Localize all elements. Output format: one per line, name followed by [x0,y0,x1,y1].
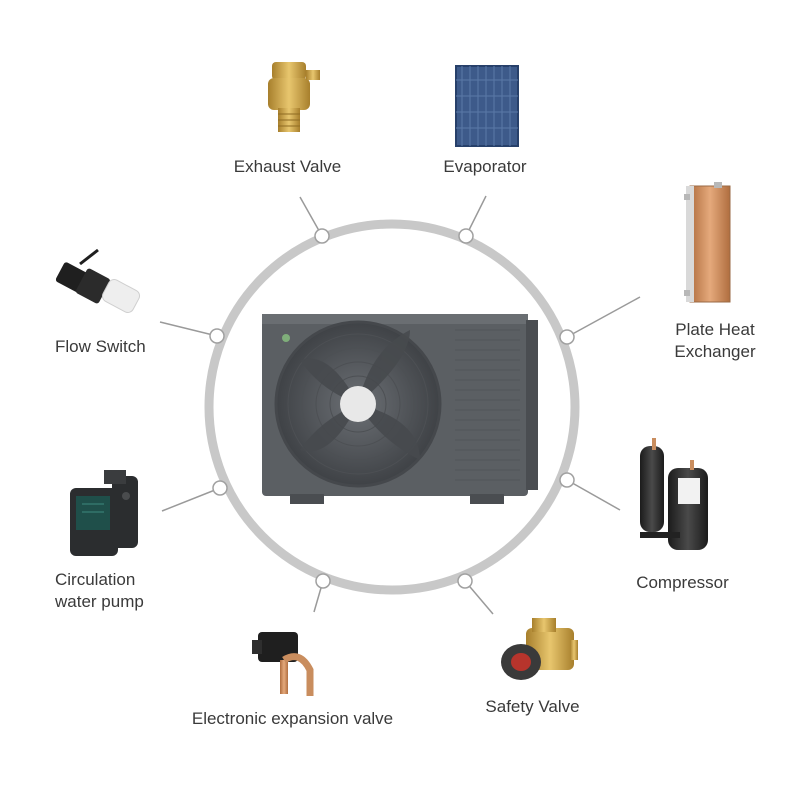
water-pump-icon [70,470,138,556]
compressor-icon [640,438,708,550]
plate-heat-exchanger-icon [684,182,731,303]
water-pump-label: Circulation water pump [55,569,205,613]
exhaust-valve-text: Exhaust Valve [233,157,342,176]
exhaust-valve-icon [268,62,320,132]
evaporator-icon [455,65,519,147]
safety-valve-icon [501,618,578,680]
plate-heat-exchanger-label: Plate Heat Exchanger [655,319,775,363]
heat-pump-unit [262,314,538,504]
flow-switch-text: Flow Switch [55,337,146,356]
plate-heat-exchanger-line1: Plate Heat [675,320,755,339]
node-exhaust-valve [314,228,330,244]
node-flow-switch [209,328,225,344]
node-plate-heat-exchanger [559,329,575,345]
flow-switch-icon [55,248,141,313]
expansion-valve-text: Electronic expansion valve [191,709,394,728]
node-evaporator [458,228,474,244]
compressor-text: Compressor [636,573,729,592]
connector-nodes [209,228,575,589]
water-pump-line1: Circulation [55,570,136,589]
node-water-pump [212,480,228,496]
safety-valve-text: Safety Valve [485,697,580,716]
evaporator-label: Evaporator [420,156,550,178]
expansion-valve-icon [252,632,314,696]
node-safety-valve [457,573,473,589]
connection-ring [204,219,580,595]
compressor-label: Compressor [615,572,750,594]
evaporator-text: Evaporator [443,157,527,176]
plate-heat-exchanger-line2: Exchanger [674,342,756,361]
exhaust-valve-label: Exhaust Valve [200,156,375,178]
safety-valve-label: Safety Valve [465,696,600,718]
water-pump-line2: water pump [55,592,144,611]
flow-switch-label: Flow Switch [55,336,185,358]
expansion-valve-label: Electronic expansion valve [160,708,425,730]
node-compressor [559,472,575,488]
node-expansion-valve [315,573,331,589]
